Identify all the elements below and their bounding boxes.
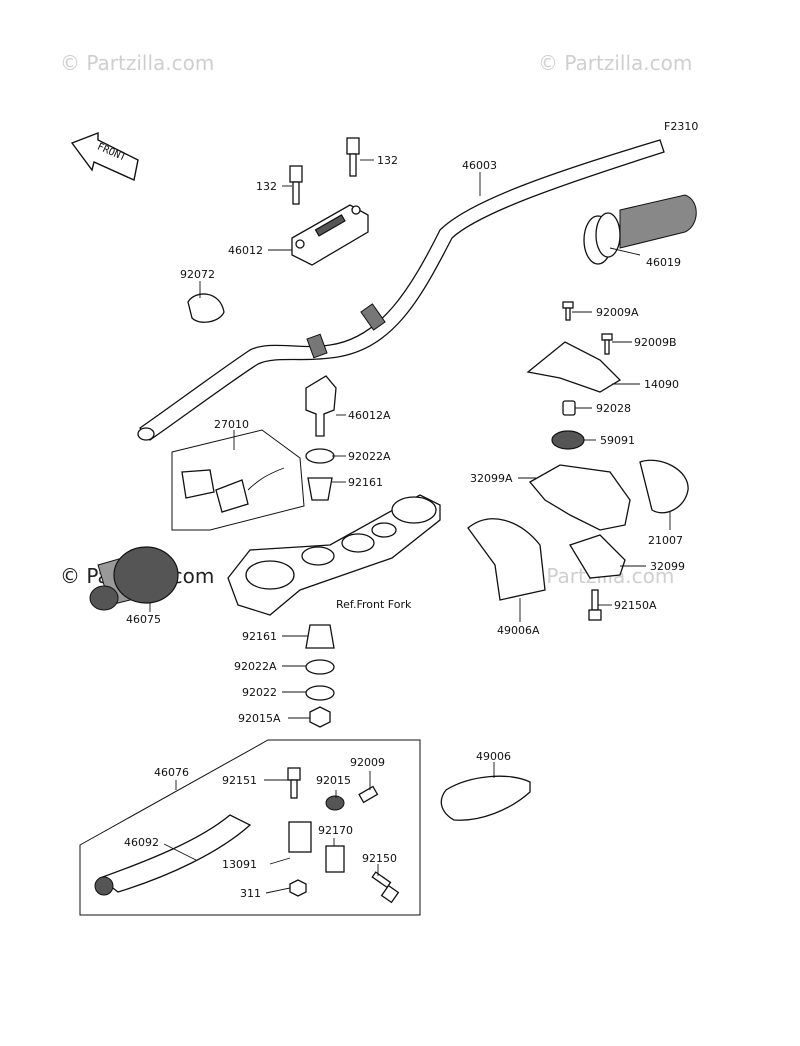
holder-46012A [305, 375, 337, 437]
label-92161-top: 92161 [348, 476, 383, 489]
washer-92022A-top [305, 448, 335, 464]
rubber-92161-top [307, 477, 333, 501]
label-46076: 46076 [154, 766, 189, 779]
watermark-top-right: © Partzilla.com [538, 51, 692, 75]
label-92022A-bot: 92022A [234, 660, 277, 673]
throttle-body-49006A [467, 518, 546, 601]
bracket-32099 [569, 534, 626, 579]
nut-92015A [309, 706, 331, 728]
label-46019: 46019 [646, 256, 681, 269]
part-labels: 46003 132 132 46012 46019 92072 92009A 9… [124, 154, 685, 900]
watermark-top-left: © Partzilla.com [60, 51, 214, 75]
pulley-59091 [551, 430, 585, 450]
cover-21007 [639, 459, 689, 514]
label-59091: 59091 [600, 434, 635, 447]
grip-46075 [89, 546, 179, 611]
label-132b: 132 [377, 154, 398, 167]
label-92022: 92022 [242, 686, 277, 699]
handlebar [137, 139, 665, 441]
switch-27010-box [171, 429, 305, 531]
label-46003: 46003 [462, 159, 497, 172]
label-32099: 32099 [650, 560, 685, 573]
label-92022A-top: 92022A [348, 450, 391, 463]
screw-92009B [601, 333, 613, 355]
label-92009: 92009 [350, 756, 385, 769]
grip-49006 [440, 775, 531, 821]
label-46092: 46092 [124, 836, 159, 849]
label-46075: 46075 [126, 613, 161, 626]
label-92151: 92151 [222, 774, 257, 787]
label-92015: 92015 [316, 774, 351, 787]
label-92009A: 92009A [596, 306, 639, 319]
clip-92072 [187, 293, 225, 323]
washer-92022A-bot [305, 659, 335, 675]
rubber-92161-bot [305, 624, 335, 649]
bolt-92150A [588, 589, 602, 621]
label-21007: 21007 [648, 534, 683, 547]
washer-92022 [305, 685, 335, 701]
label-49006: 49006 [476, 750, 511, 763]
label-92072: 92072 [180, 268, 215, 281]
diagram-code: F2310 [664, 120, 698, 133]
label-92170: 92170 [318, 824, 353, 837]
label-92150: 92150 [362, 852, 397, 865]
label-132a: 132 [256, 180, 277, 193]
bolt-132-left [289, 165, 303, 205]
label-32099A: 32099A [470, 472, 513, 485]
label-46012A: 46012A [348, 409, 391, 422]
cover-14090 [526, 341, 622, 393]
label-49006A: 49006A [497, 624, 540, 637]
label-92009B: 92009B [634, 336, 677, 349]
label-14090: 14090 [644, 378, 679, 391]
screw-92009A [562, 301, 574, 321]
label-92015A: 92015A [238, 712, 281, 725]
triple-clamp [227, 494, 441, 616]
grip-46019 [583, 194, 697, 265]
lever-46076-box [79, 739, 421, 916]
label-92150A: 92150A [614, 599, 657, 612]
label-311: 311 [240, 887, 261, 900]
label-46012: 46012 [228, 244, 263, 257]
housing-32099A [529, 464, 631, 531]
reference-note: Ref.Front Fork [336, 598, 412, 611]
bolt-132-right [346, 137, 360, 177]
leader-lines [149, 159, 671, 894]
label-92161-bot: 92161 [242, 630, 277, 643]
label-27010: 27010 [214, 418, 249, 431]
collar-92028 [562, 400, 576, 416]
label-13091: 13091 [222, 858, 257, 871]
clamp-46012 [291, 204, 369, 266]
label-92028: 92028 [596, 402, 631, 415]
front-arrow-icon: FRONT [70, 131, 139, 181]
